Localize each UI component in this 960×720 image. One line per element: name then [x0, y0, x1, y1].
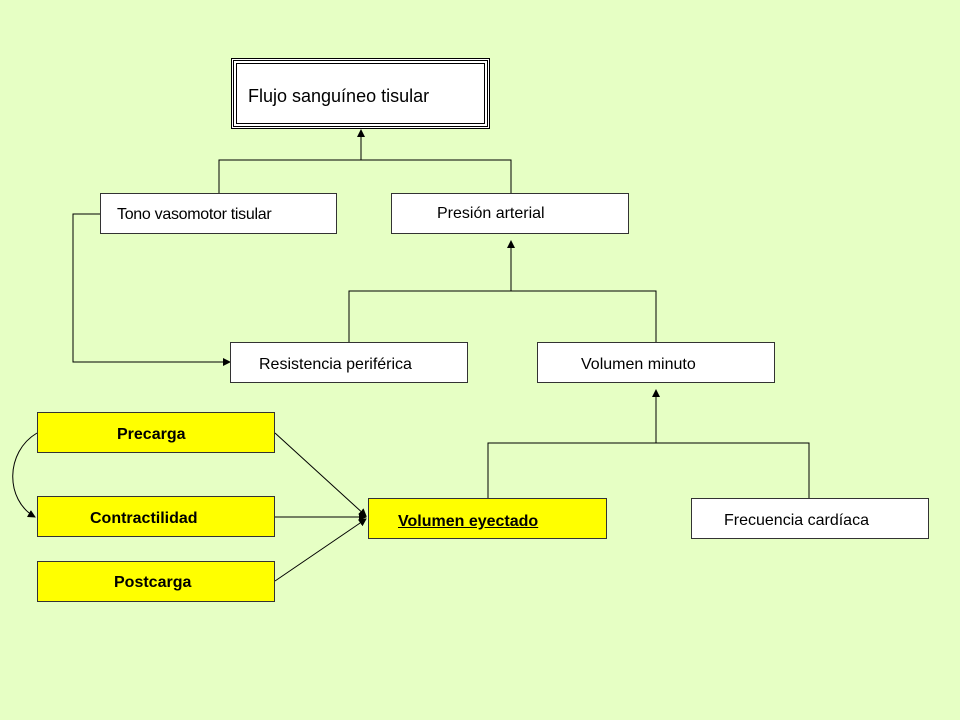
node-flujo-label: Flujo sanguíneo tisular: [248, 86, 430, 106]
node-tono-label: Tono vasomotor tisular: [117, 206, 272, 223]
node-volumen-eyectado-label: Volumen eyectado: [398, 513, 539, 530]
node-presion-label: Presión arterial: [437, 205, 545, 222]
connector-tono-to-resistencia: [72, 213, 231, 366]
node-resistencia-label: Resistencia periférica: [259, 356, 412, 373]
node-volumen-eyectado: Volumen eyectado: [368, 498, 607, 539]
curve-precarga-to-contractilidad: [12, 432, 38, 518]
node-postcarga: Postcarga: [37, 561, 275, 602]
node-frecuencia-cardiaca: Frecuencia cardíaca: [691, 498, 929, 539]
node-volumen-minuto: Volumen minuto: [537, 342, 775, 383]
connector-tono-presion-to-flujo: [218, 159, 512, 193]
node-precarga-label: Precarga: [117, 426, 186, 443]
node-frecuencia-label: Frecuencia cardíaca: [724, 512, 869, 529]
node-presion-arterial: Presión arterial: [391, 193, 629, 234]
node-contractilidad: Contractilidad: [37, 496, 275, 537]
arrow-precarga-to-eyectado: [274, 432, 367, 517]
connector-eyectado-frecuencia-to-volumen: [487, 442, 810, 498]
node-resistencia-periferica: Resistencia periférica: [230, 342, 468, 383]
node-flujo-sanguineo: Flujo sanguíneo tisular: [231, 58, 490, 129]
node-postcarga-label: Postcarga: [114, 574, 192, 591]
arrow-postcarga-to-eyectado: [274, 518, 367, 582]
node-precarga: Precarga: [37, 412, 275, 453]
connector-resistencia-volumen-to-presion: [348, 290, 657, 342]
node-contractilidad-label: Contractilidad: [90, 510, 198, 527]
node-volumen-minuto-label: Volumen minuto: [581, 356, 696, 373]
node-tono-vasomotor: Tono vasomotor tisular: [100, 193, 337, 234]
